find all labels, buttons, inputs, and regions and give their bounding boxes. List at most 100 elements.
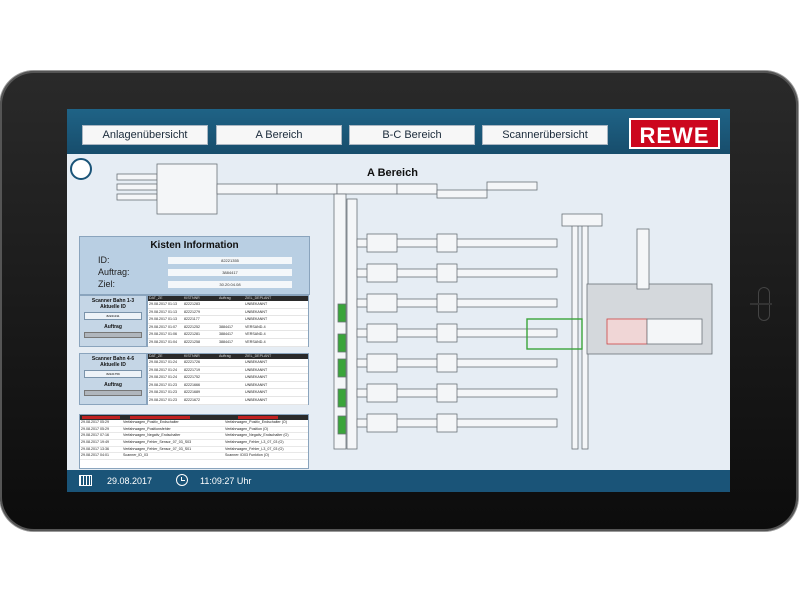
cell: Verfahrwagen_Negativ_Endschalter <box>123 433 181 438</box>
cell: 82221177 <box>184 317 200 322</box>
cell: 82221258 <box>184 339 200 344</box>
cell: 82221283 <box>184 302 200 306</box>
cell: 82221719 <box>184 367 200 372</box>
junction-box <box>436 323 458 343</box>
status-date: 29.08.2017 <box>107 476 153 486</box>
cell: Verfahrwagen_Fehler_Sensor_07_03_S03 <box>123 440 192 445</box>
cell: 82221252 <box>184 324 200 329</box>
cell: UNBEKANNT <box>245 390 268 395</box>
cell: 29.08.2017 01:13 <box>149 309 177 314</box>
cell <box>219 397 245 404</box>
cell: 29.08.2017 07:16 <box>81 433 109 438</box>
cell: Scanner: ID03 Funktion (O) <box>225 453 269 458</box>
cell: 29.08.2017 01:24 <box>149 367 177 372</box>
junction-box <box>436 383 458 403</box>
cell: Verfahrwagen_Fehler_L3_07_03 (O) <box>225 440 284 445</box>
log-header-marker <box>82 416 120 419</box>
conveyor-segment <box>436 189 488 199</box>
green-transfer <box>526 318 583 350</box>
cell: VERSAND-4 <box>245 324 266 329</box>
cell: UNBEKANNT <box>245 375 268 380</box>
scanner-bahn-4-6-panel: Scanner Bahn 4-6 Aktuelle ID 82221759 Au… <box>79 353 309 405</box>
conveyor-segment <box>116 193 158 201</box>
status-bar: 29.08.2017 11:09:27 Uhr <box>67 470 730 492</box>
scanner-icon[interactable] <box>70 158 92 180</box>
cell: 29.08.2017 01:24 <box>149 360 177 364</box>
cell <box>219 389 245 396</box>
cell: UNBEKANNT <box>245 302 268 306</box>
green-segment <box>337 358 347 378</box>
cell: 29.08.2017 01:06 <box>149 332 177 337</box>
column-header: KISTNNR <box>184 354 200 358</box>
conveyor-diagram <box>116 163 713 450</box>
column-header: DAT_ZE <box>149 354 163 358</box>
cell <box>219 301 245 308</box>
scanner-2-aktuelle-label: Aktuelle ID <box>100 362 126 368</box>
scanner-2-auftrag-value <box>84 390 142 396</box>
conveyor-segment <box>486 181 538 191</box>
cell: 29.08.2017 01:23 <box>149 390 177 395</box>
cell: VERSAND-4 <box>245 332 266 337</box>
vertical-conveyor <box>346 198 358 450</box>
tablet-side-button <box>750 287 772 321</box>
junction-box <box>366 353 398 373</box>
nav-b-c-bereich-button[interactable]: B-C Bereich <box>349 125 475 145</box>
junction-box <box>436 263 458 283</box>
nav-scanneruebersicht-button[interactable]: Scannerübersicht <box>482 125 608 145</box>
junction-box <box>436 353 458 373</box>
column-header: ZIEL_DEPLANT <box>245 296 272 300</box>
transfer-unit <box>561 213 603 227</box>
green-segment <box>337 388 347 408</box>
scanner-1-aktuelle-value: 82221311 <box>84 312 142 320</box>
column-header: Auftrag <box>219 296 231 300</box>
kisten-ziel-label: Ziel: <box>98 279 116 289</box>
cell: VERSAND-4 <box>245 339 266 344</box>
junction-box <box>366 233 398 253</box>
kisten-information-panel: Kisten Information ID: 82221355 Auftrag:… <box>79 236 310 295</box>
cell: UNBEKANNT <box>245 382 268 387</box>
cell: 82221726 <box>184 360 200 364</box>
cell: 3884417 <box>219 332 233 337</box>
green-segment <box>337 415 347 435</box>
cell: 3884417 <box>219 324 233 329</box>
cell: 29.08.2017 01:13 <box>149 317 177 322</box>
cell: Verfahrwagen_Fehler_L3_07_03 (O) <box>225 446 284 451</box>
cell <box>219 374 245 381</box>
scanner-bahn-1-3-panel: Scanner Bahn 1-3 Aktuelle ID 82221311 Au… <box>79 295 309 347</box>
top-navigation-bar: Anlagenübersicht A Bereich B-C Bereich S… <box>67 109 730 154</box>
cell <box>219 382 245 389</box>
nav-anlagenuebersicht-button[interactable]: Anlagenübersicht <box>82 125 208 145</box>
nav-a-bereich-button[interactable]: A Bereich <box>216 125 342 145</box>
junction-box <box>366 293 398 313</box>
conveyor-segment <box>276 183 338 195</box>
cell: Verfahrwagen_Negativ_Endschalter (O) <box>225 433 289 438</box>
kisten-ziel-value: 30.20.04.08 <box>168 281 292 288</box>
column-header: ZIEL_DEPLANT <box>245 354 272 358</box>
log-row[interactable]: 29.08.2017 07:16 Verfahrwagen_Negativ_End… <box>80 433 308 441</box>
scanner-1-aktuelle-label: Aktuelle ID <box>100 304 126 310</box>
cell: UNBEKANNT <box>245 309 268 314</box>
calendar-icon <box>79 475 92 486</box>
cell: Verfahrwagen_Positionsfehler <box>123 426 171 431</box>
kisten-id-value: 82221355 <box>168 257 292 264</box>
junction-box <box>366 323 398 343</box>
cell: 29.08.2017 04:01 <box>81 453 109 458</box>
scanner-2-table: DAT_ZE KISTNNR Auftrag ZIEL_DEPLANT 29.0… <box>147 353 309 405</box>
